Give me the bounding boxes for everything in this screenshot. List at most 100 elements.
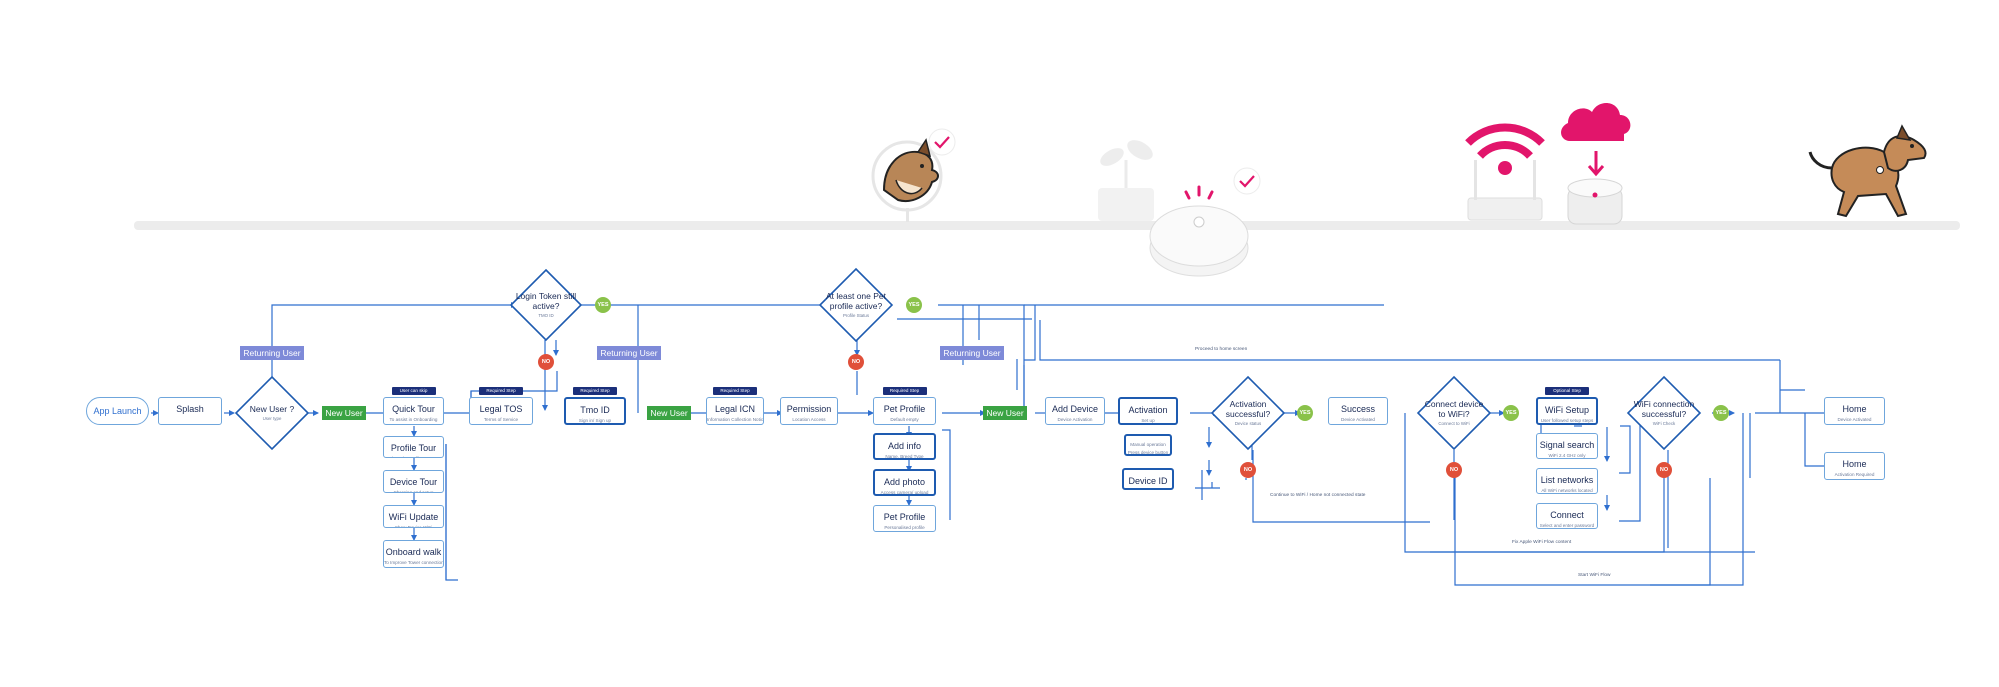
node-subtitle: Charging and setup [393, 490, 434, 493]
node-subtitle: Name, Breed Type [885, 454, 924, 459]
connector-line [1024, 305, 1036, 361]
yes-badge: YES [1299, 409, 1311, 416]
node-subtitle: Device Activated [1837, 417, 1872, 422]
step-tag: Required Step [573, 387, 617, 395]
connector-line [1619, 425, 1631, 474]
node-title: Connect [1550, 510, 1584, 520]
node-subtitle: Select ICP # code [1124, 489, 1172, 490]
node-subtitle: Show Device WiFi [394, 525, 433, 528]
flow-label: Fix Apple WiFi Flow content [1512, 540, 1572, 545]
decision-diamond [1416, 375, 1492, 451]
new-user-tag: New User [983, 406, 1027, 420]
decision-diamond [509, 268, 583, 342]
node-title: Tmo ID [580, 405, 610, 415]
node-title: Device ID [1128, 476, 1168, 486]
wifi-router-icon [1465, 123, 1545, 221]
no-badge: NO [851, 358, 861, 365]
node-profile-tour[interactable]: Profile TourShow the profile content [383, 436, 444, 458]
node-title: Splash [176, 404, 204, 414]
connector-line [942, 429, 951, 520]
node-subtitle: Terms of Service [483, 417, 519, 422]
node-subtitle: Sign in/ Sign up [578, 418, 612, 423]
node-tmo-id[interactable]: Tmo ID Sign in/ Sign up [564, 397, 626, 425]
connector-line [1804, 413, 1831, 469]
yes-badge-circle [906, 297, 922, 313]
node-title: Pet Profile [883, 404, 926, 414]
node-subtitle: Access camera/ upload [880, 490, 929, 495]
node-title: Pet Profile [883, 512, 926, 522]
node-title: Activation [1128, 405, 1168, 415]
no-badge: NO [1243, 466, 1253, 473]
new-user-tag: New User [322, 406, 366, 420]
node-subtitle: To assist in Onboarding [389, 417, 438, 422]
connector-line [1454, 465, 1711, 586]
no-badge-circle [1240, 462, 1256, 478]
illustration-ground-bar [134, 221, 1960, 230]
node-device-id[interactable]: Device ID Select ICP # code [1122, 468, 1174, 490]
dog-with-check-icon [871, 128, 956, 222]
node-splash[interactable]: Splash [158, 397, 222, 425]
connector-line [445, 444, 458, 581]
returning-user-tag: Returning User [597, 346, 661, 360]
yes-badge-circle [1297, 405, 1313, 421]
decision-diamond [1626, 375, 1702, 451]
node-subtitle: Manual operation [1130, 442, 1166, 447]
yes-badge: YES [1505, 409, 1517, 416]
happy-dog-icon [1808, 124, 1927, 218]
node-title: Onboard walk [385, 547, 442, 557]
step-tag: User can skip [391, 387, 436, 395]
decision-diamond [818, 267, 894, 343]
no-badge: NO [541, 358, 551, 365]
node-subtitle: Device Activated [1341, 417, 1375, 422]
step-tag: Optional Step [1545, 387, 1589, 395]
step-tag: Required Step [479, 387, 523, 395]
yes-badge: YES [597, 301, 609, 308]
new-user-tag: New User [647, 406, 691, 420]
node-subtitle: Press device button [1127, 450, 1169, 455]
no-badge-circle [538, 354, 554, 370]
connector-line [1252, 450, 1430, 523]
node-app-launch[interactable]: App Launch [86, 397, 149, 425]
node-title: Permission [786, 404, 832, 414]
node-subtitle: Set up [1141, 418, 1155, 423]
node-title: Success [1340, 404, 1375, 414]
node-subtitle: Device Activation [1057, 417, 1093, 422]
node-title: Home [1842, 404, 1867, 414]
yes-badge-circle [595, 297, 611, 313]
node-subtitle: Activation Required [1834, 472, 1875, 477]
flow-label: Continue to WiFi / Home not connected st… [1270, 493, 1366, 498]
node-title: Signal search [1539, 440, 1595, 450]
connector-line [1430, 468, 1665, 553]
node-title: Home [1842, 459, 1867, 469]
step-tag: Required Step [882, 387, 927, 395]
no-badge: NO [1659, 466, 1669, 473]
plant-pot-icon [1098, 140, 1154, 221]
smart-hub-with-check-icon [1149, 167, 1261, 277]
yes-badge-circle [1713, 405, 1729, 421]
no-badge-circle [1446, 462, 1462, 478]
returning-user-tag: Returning User [940, 346, 1004, 360]
